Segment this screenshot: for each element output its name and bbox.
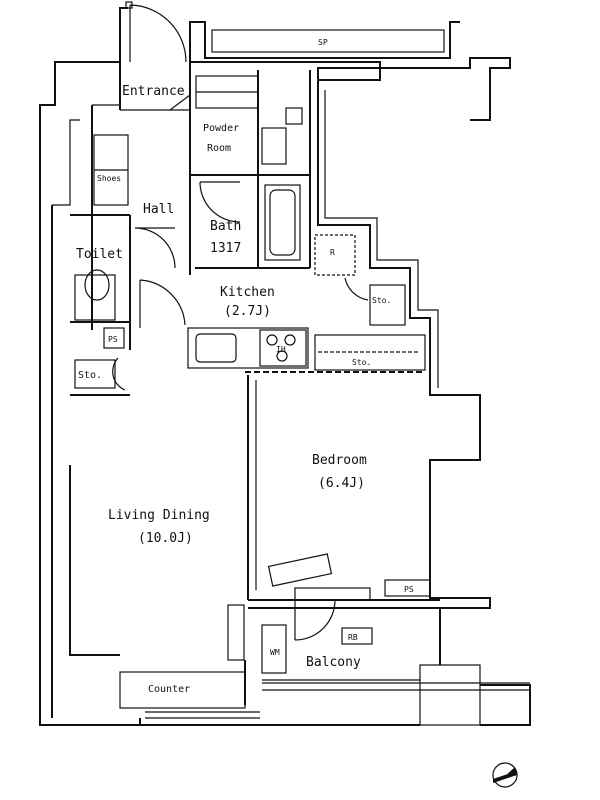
entrance-door[interactable] — [125, 1, 187, 63]
hall-door — [139, 279, 186, 328]
label-range: IH — [276, 345, 286, 354]
label-sto-kitchen: Sto. — [372, 296, 391, 305]
label-toilet: Toilet — [76, 247, 123, 262]
label-balcony: Balcony — [306, 655, 361, 670]
label-hall: Hall — [143, 202, 174, 217]
label-ps-bedroom: PS — [404, 585, 414, 594]
kitchen-sto-door — [344, 277, 369, 301]
label-fridge: R — [330, 248, 335, 257]
label-shoes: Shoes — [97, 174, 121, 183]
label-bath: Bath — [210, 219, 241, 234]
label-counter: Counter — [148, 684, 190, 695]
label-bedroom-size: (6.4J) — [318, 476, 365, 491]
label-wm: WM — [270, 648, 280, 657]
label-living-size: (10.0J) — [138, 531, 193, 546]
room-labels: Entrance Powder Room Shoes Hall Bath 131… — [76, 38, 414, 695]
entrance-step — [169, 94, 191, 111]
label-powder-room-1: Powder — [203, 123, 239, 134]
label-powder-room-2: Room — [207, 143, 231, 154]
label-kitchen-size: (2.7J) — [224, 304, 271, 319]
label-top-hatch: SP — [318, 38, 328, 47]
label-rb: RB — [348, 633, 358, 642]
label-sto-left: Sto. — [78, 370, 102, 381]
compass-icon — [492, 762, 518, 788]
outer-walls — [39, 7, 531, 726]
balcony-door — [294, 599, 336, 641]
label-living-dining: Living Dining — [108, 508, 210, 523]
toilet-door — [134, 227, 176, 269]
interior-walls — [69, 62, 441, 709]
bath-door — [199, 181, 241, 223]
label-sto-bedroom: Sto. — [352, 358, 371, 367]
sto-left-door — [112, 357, 126, 391]
label-entrance: Entrance — [122, 84, 185, 99]
label-bath-size: 1317 — [210, 241, 241, 256]
doors — [112, 94, 369, 641]
label-bedroom: Bedroom — [312, 453, 367, 468]
label-ps-toilet: PS — [108, 335, 118, 344]
label-kitchen: Kitchen — [220, 285, 275, 300]
